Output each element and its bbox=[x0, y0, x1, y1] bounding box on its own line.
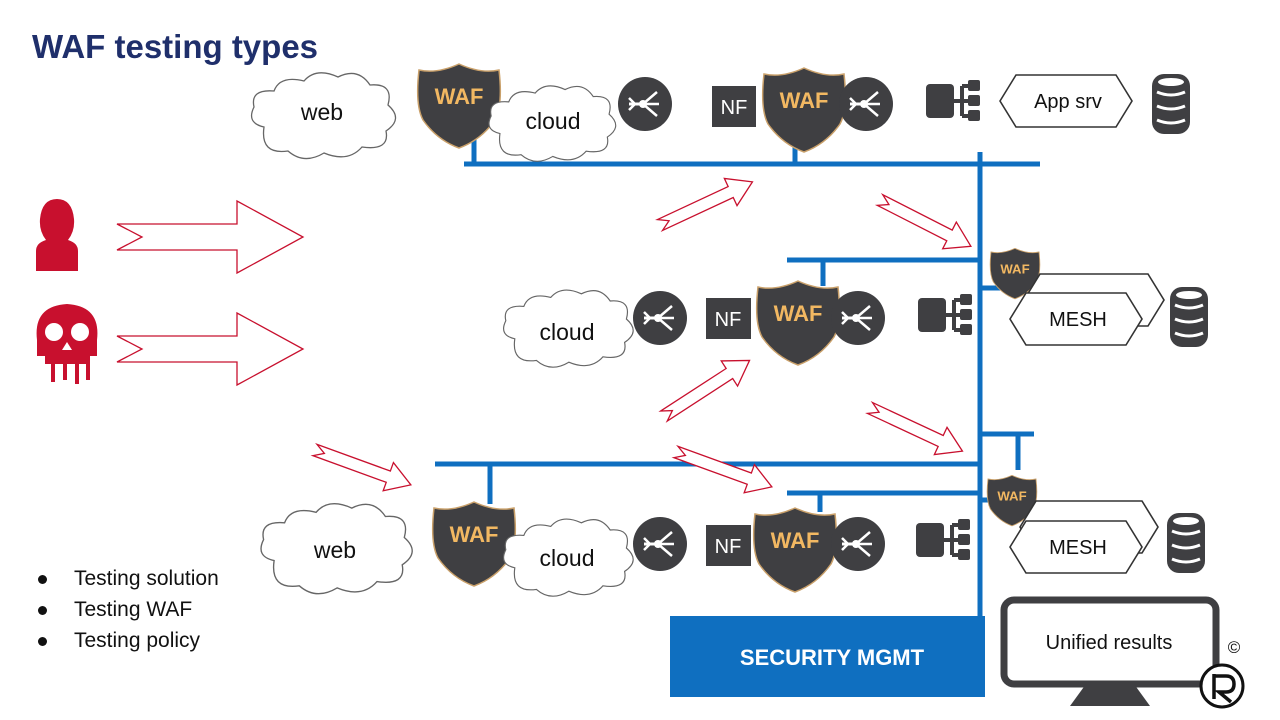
router-icon bbox=[631, 289, 689, 347]
waf-label: WAF bbox=[435, 84, 484, 109]
hub-icon bbox=[916, 292, 974, 337]
waf-label: WAF bbox=[774, 301, 823, 326]
flow-arrow-3 bbox=[655, 347, 759, 430]
waf-shield-mid: WAF bbox=[755, 280, 841, 366]
bullet-dot bbox=[38, 637, 47, 646]
unified-results-label: Unified results bbox=[1046, 632, 1173, 654]
router-icon bbox=[829, 289, 887, 347]
waf-shield-bottom-right: WAF bbox=[752, 507, 838, 593]
bullet-item: Testing solution bbox=[38, 566, 219, 597]
router-icon bbox=[837, 75, 895, 133]
database-icon bbox=[1165, 511, 1207, 575]
cloud-label-bottom: cloud bbox=[540, 545, 595, 571]
mesh-label-2: MESH bbox=[1049, 537, 1107, 559]
waf-label: WAF bbox=[780, 88, 829, 113]
cloud-label-top: cloud bbox=[526, 108, 581, 134]
attack-arrow-user bbox=[116, 200, 304, 274]
bullet-item: Testing policy bbox=[38, 628, 219, 659]
nf-box-bottom bbox=[706, 525, 751, 566]
nf-label-top: NF bbox=[721, 97, 748, 119]
bullet-list: Testing solution Testing WAF Testing pol… bbox=[38, 566, 219, 659]
nf-label-bottom: NF bbox=[715, 536, 742, 558]
nf-box-mid bbox=[706, 298, 751, 339]
cloud-label-mid: cloud bbox=[540, 319, 595, 345]
waf-shield-bottom-left: WAF bbox=[431, 501, 517, 587]
waf-label: WAF bbox=[450, 522, 499, 547]
waf-shield-mesh-1: WAF bbox=[989, 247, 1041, 300]
copyright-symbol: © bbox=[1228, 638, 1241, 657]
app-srv-label: App srv bbox=[1034, 91, 1102, 113]
nf-label-mid: NF bbox=[715, 309, 742, 331]
waf-label: WAF bbox=[1000, 262, 1029, 277]
user-icon bbox=[36, 199, 78, 271]
mesh-label-1: MESH bbox=[1049, 309, 1107, 331]
app-srv-box bbox=[999, 74, 1133, 128]
router-icon bbox=[616, 75, 674, 133]
mesh-box-1 bbox=[1009, 292, 1143, 346]
flow-arrow-5 bbox=[309, 435, 417, 500]
nf-box-top bbox=[712, 86, 756, 127]
mesh-box-2 bbox=[1009, 520, 1143, 574]
waf-shield-mesh-2: WAF bbox=[986, 474, 1038, 527]
flow-arrow-4 bbox=[863, 393, 970, 466]
monitor-icon bbox=[1000, 596, 1220, 706]
bullet-dot bbox=[38, 606, 47, 615]
waf-shield-top-left: WAF bbox=[416, 63, 502, 149]
security-mgmt-box bbox=[670, 616, 985, 697]
hub-icon bbox=[924, 78, 982, 123]
waf-label: WAF bbox=[771, 528, 820, 553]
web-label-top: web bbox=[300, 99, 343, 125]
bullet-text: Testing solution bbox=[74, 567, 219, 590]
flow-arrow-6 bbox=[670, 437, 778, 502]
slide-title: WAF testing types bbox=[32, 28, 319, 65]
waf-shield-top-right: WAF bbox=[761, 67, 847, 153]
waf-label: WAF bbox=[997, 489, 1026, 504]
logo-icon bbox=[1199, 663, 1245, 709]
bullet-text: Testing WAF bbox=[74, 598, 193, 621]
web-label-bottom: web bbox=[313, 537, 356, 563]
router-icon bbox=[829, 515, 887, 573]
router-icon bbox=[631, 515, 689, 573]
hub-icon bbox=[914, 517, 972, 562]
database-icon bbox=[1150, 72, 1192, 136]
bullet-item: Testing WAF bbox=[38, 597, 219, 628]
security-mgmt-label: SECURITY MGMT bbox=[740, 645, 925, 670]
attack-arrow-skull bbox=[116, 312, 304, 386]
skull-icon bbox=[36, 304, 98, 384]
bullet-dot bbox=[38, 575, 47, 584]
flow-arrow-1 bbox=[653, 167, 760, 240]
flow-arrow-2 bbox=[872, 185, 979, 261]
database-icon bbox=[1168, 285, 1210, 349]
bullet-text: Testing policy bbox=[74, 629, 201, 652]
